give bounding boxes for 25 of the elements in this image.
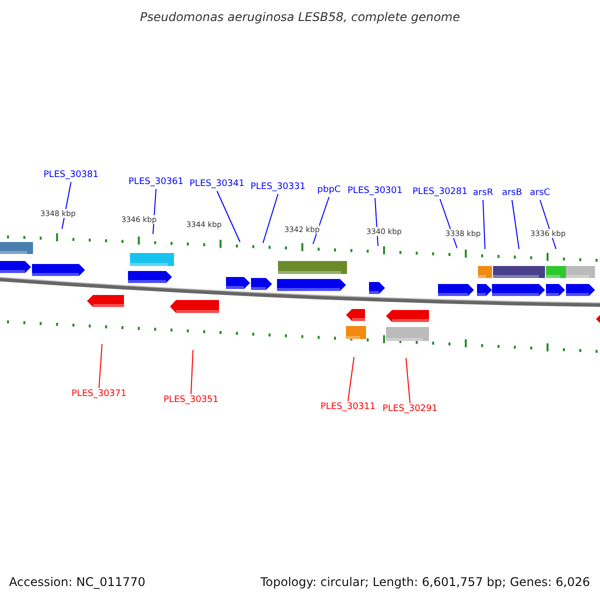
gene-label: arsC [530,188,550,199]
gene-label: PLES_30341 [190,179,244,190]
gene-label: PLES_30371 [72,389,126,400]
gene-label: PLES_30291 [382,404,438,415]
leader-line [482,200,486,250]
leader-line [512,200,520,250]
footer-text: Topology: circular; Length: 6,601,757 bp; Genes: 6,026 [260,575,590,589]
footer-text: Accession: NC_011770 [9,575,146,589]
gene-label: arsR [472,188,494,199]
leader-line [262,194,278,244]
gene-label: PLES_30281 [412,187,468,198]
diagram-title: Pseudomonas aeruginosa LESB58, complete genome [140,10,460,24]
leader-line [406,358,410,404]
gene-label: PLES_30381 [44,170,98,181]
gene-label: arsB [502,188,522,199]
leader-line [190,350,194,394]
gene-label: PLES_30311 [320,402,376,413]
gene-label: PLES_30301 [348,186,402,197]
leader-line [98,344,102,388]
gene-label: PLES_30361 [128,177,184,188]
gene-label: PLES_30351 [164,395,218,406]
leader-line [348,356,354,402]
gene-label: pbpC [317,185,341,196]
leader-line [216,190,240,242]
gene-label: PLES_30331 [250,182,306,193]
